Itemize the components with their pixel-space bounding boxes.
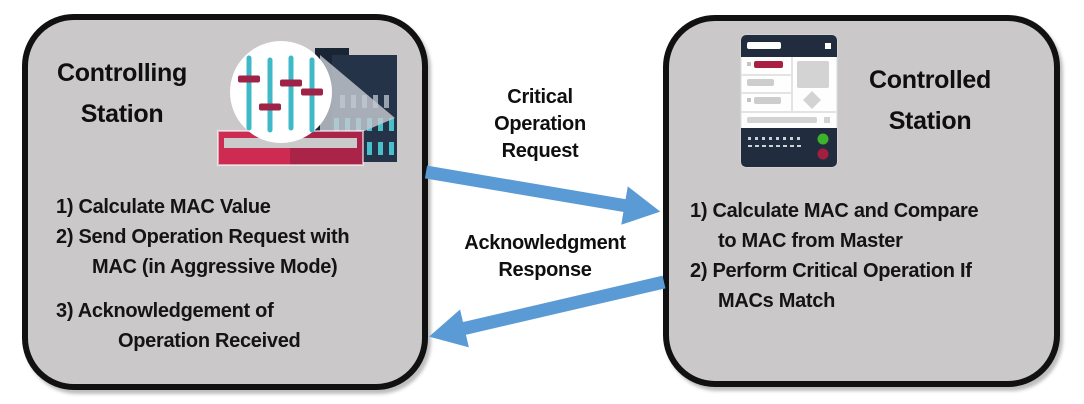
sliders-circle: [230, 41, 332, 143]
step-item: MACs Match: [718, 290, 836, 312]
label-line: Request: [501, 140, 579, 162]
device-body: [741, 57, 837, 123]
title-line: Controlling: [56, 59, 187, 87]
step-item: Operation Received: [118, 330, 301, 352]
ack-label: Acknowledgment Response: [435, 230, 655, 284]
title-line: Controlled: [869, 66, 991, 94]
label-line: Critical: [507, 86, 573, 108]
request-arrow: [424, 165, 661, 225]
controlling-station-box: Controlling Station: [22, 14, 428, 390]
slider-handles: [238, 75, 323, 111]
step-item: 1) Calculate MAC Value: [56, 196, 271, 218]
beam-wedge: [320, 55, 395, 150]
controlled-station-box: Controlled Station 1) Calculate MAC and …: [663, 15, 1060, 387]
ack-arrow: [429, 275, 666, 348]
step-item: 3) Acknowledgement of: [56, 300, 274, 322]
step-item: 1) Calculate MAC and Compare: [690, 200, 979, 222]
controlled-station-steps: 1) Calculate MAC and Compare to MAC from…: [690, 196, 1046, 316]
step-item: to MAC from Master: [718, 230, 903, 252]
green-led: [817, 133, 829, 145]
red-led: [817, 148, 829, 160]
control-panel-device-icon: [740, 34, 838, 168]
step-item: MAC (in Aggressive Mode): [92, 256, 338, 278]
label-line: Response: [498, 259, 592, 281]
controlling-station-title: Controlling Station: [32, 53, 212, 135]
title-line: Station: [888, 107, 972, 135]
step-item: 2) Send Operation Request with: [56, 226, 350, 248]
step-item: 2) Perform Critical Operation If: [690, 260, 972, 282]
building-control-sliders-icon: [217, 41, 397, 166]
controlled-station-title: Controlled Station: [844, 60, 1016, 142]
label-line: Operation: [494, 113, 586, 135]
title-line: Station: [80, 100, 164, 128]
label-line: Acknowledgment: [464, 232, 626, 254]
device-footer: [741, 128, 837, 167]
request-label: Critical Operation Request: [450, 84, 630, 165]
device-header: [741, 35, 837, 57]
controlling-station-steps: 1) Calculate MAC Value 2) Send Operation…: [56, 192, 428, 356]
